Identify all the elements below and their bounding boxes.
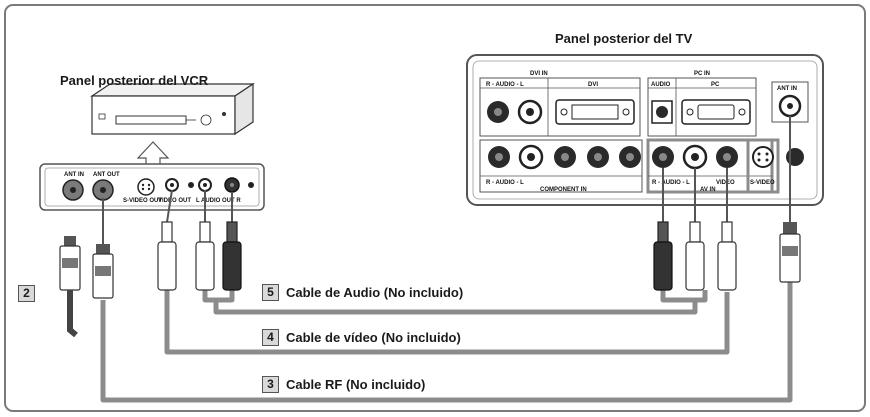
step-2-number: 2 [18, 285, 35, 302]
step-4-number: 4 [262, 329, 279, 346]
tv-ant-in-label: ANT IN [777, 86, 797, 92]
vcr-ant-in-label: ANT IN [64, 172, 84, 178]
tv-video-label: VIDEO [716, 180, 735, 186]
step-5-text: Cable de Audio (No incluido) [286, 285, 464, 300]
tv-component-in-label: COMPONENT IN [540, 187, 587, 193]
vcr-ant-out-label: ANT OUT [93, 172, 120, 178]
step-2-label: 2 [18, 285, 42, 302]
tv-pc-label: PC [711, 82, 720, 88]
vcr-panel-title: Panel posterior del VCR [60, 73, 209, 88]
tv-pc-in-label: PC IN [694, 71, 710, 77]
tv-av-audio-label: R - AUDIO - L [652, 180, 690, 186]
vcr-svideo-out-label: S-VIDEO OUT [123, 198, 162, 204]
step-3-number: 3 [262, 376, 279, 393]
tv-connectors [653, 116, 801, 291]
vcr-rear-panel: ANT IN ANT OUT S-VIDEO OUT VIDEO OUT L A… [39, 163, 265, 211]
tv-rear-panel: DVI IN R - AUDIO - L DVI PC IN AUDIO PC … [466, 54, 824, 206]
vcr-connectors [59, 189, 242, 338]
outer-frame [4, 4, 866, 412]
audio-cable [202, 290, 708, 315]
step-5-label: 5 Cable de Audio (No incluido) [262, 284, 463, 301]
video-cable [164, 290, 730, 355]
step-4-text: Cable de vídeo (No incluido) [286, 330, 461, 345]
vcr-video-out-label: VIDEO OUT [158, 198, 191, 204]
step-3-label: 3 Cable RF (No incluido) [262, 376, 425, 393]
step-3-text: Cable RF (No incluido) [286, 377, 426, 392]
tv-pc-audio-label: AUDIO [651, 82, 671, 88]
step-4-label: 4 Cable de vídeo (No incluido) [262, 329, 461, 346]
vcr-device [90, 82, 255, 136]
tv-dvi-in-label: DVI IN [530, 71, 548, 77]
vcr-audio-out-label: L AUDIO OUT R [196, 198, 241, 204]
tv-dvi-label: DVI [588, 82, 598, 88]
tv-svideo-label: S-VIDEO [750, 180, 775, 186]
tv-panel-title: Panel posterior del TV [555, 31, 693, 46]
tv-dvi-audio-label: R - AUDIO - L [486, 82, 524, 88]
tv-av-in-label: AV IN [700, 187, 716, 193]
step-5-number: 5 [262, 284, 279, 301]
rf-cable [100, 282, 793, 403]
vcr-arrow-up [136, 141, 170, 167]
tv-component-audio-label: R - AUDIO - L [486, 180, 524, 186]
